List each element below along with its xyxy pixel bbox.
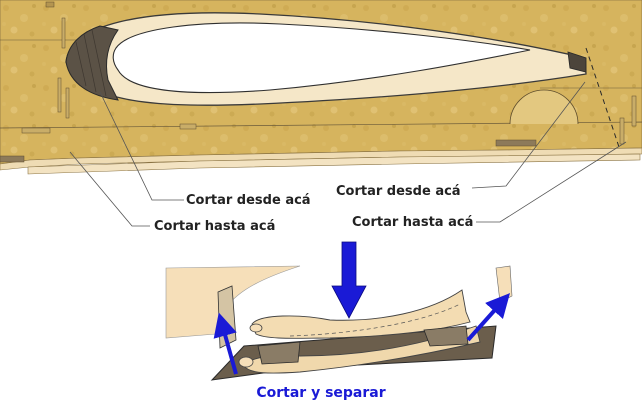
lower-separation-illustration xyxy=(165,265,513,381)
slot-mark xyxy=(61,17,66,49)
label-cut-from-left: Cortar desde acá xyxy=(186,193,311,208)
plank-edge-strip xyxy=(0,147,642,171)
spar-cutout-arc xyxy=(509,89,579,125)
trailing-edge-block xyxy=(567,51,587,73)
airfoil-inner-hole xyxy=(112,22,531,94)
leading-edge-block xyxy=(65,25,119,101)
label-cut-to-right: Cortar hasta acá xyxy=(352,215,474,230)
slot-mark xyxy=(21,127,51,134)
leader-cut-from-left xyxy=(99,91,184,201)
frame-rail xyxy=(257,341,301,365)
rib-hole xyxy=(238,356,254,368)
callout-leaders xyxy=(69,81,627,227)
dashed-guide xyxy=(289,303,461,337)
leader-cut-to-right xyxy=(476,141,627,223)
blue-arrows xyxy=(213,241,511,375)
right-separate-arrow xyxy=(466,293,511,342)
slot-mark xyxy=(65,87,70,119)
slot-mark xyxy=(631,95,637,127)
leader-cut-to-left xyxy=(69,151,150,227)
caption-cut-and-separate: Cortar y separar xyxy=(256,385,386,401)
light-board-right xyxy=(495,265,513,303)
leader-cut-from-right xyxy=(471,81,586,189)
slot-mark xyxy=(45,1,55,8)
slot-mark xyxy=(0,155,25,163)
leading-edge-grain xyxy=(75,41,87,87)
plank-bottom-board xyxy=(27,153,641,175)
top-plank xyxy=(0,0,642,175)
slot-mark xyxy=(619,117,625,145)
slot-mark xyxy=(495,139,537,147)
slot-mark xyxy=(57,77,62,113)
leading-edge-grain xyxy=(91,29,107,97)
frame-rail xyxy=(423,325,469,347)
slot-mark xyxy=(179,123,197,130)
down-arrow xyxy=(331,241,367,319)
rib-hole xyxy=(249,323,263,333)
left-separate-arrow xyxy=(213,312,238,375)
label-cut-to-left: Cortar hasta acá xyxy=(154,219,276,234)
leading-edge-grain xyxy=(83,33,97,93)
label-cut-from-right: Cortar desde acá xyxy=(336,184,461,199)
upper-rib-strip xyxy=(251,289,471,339)
